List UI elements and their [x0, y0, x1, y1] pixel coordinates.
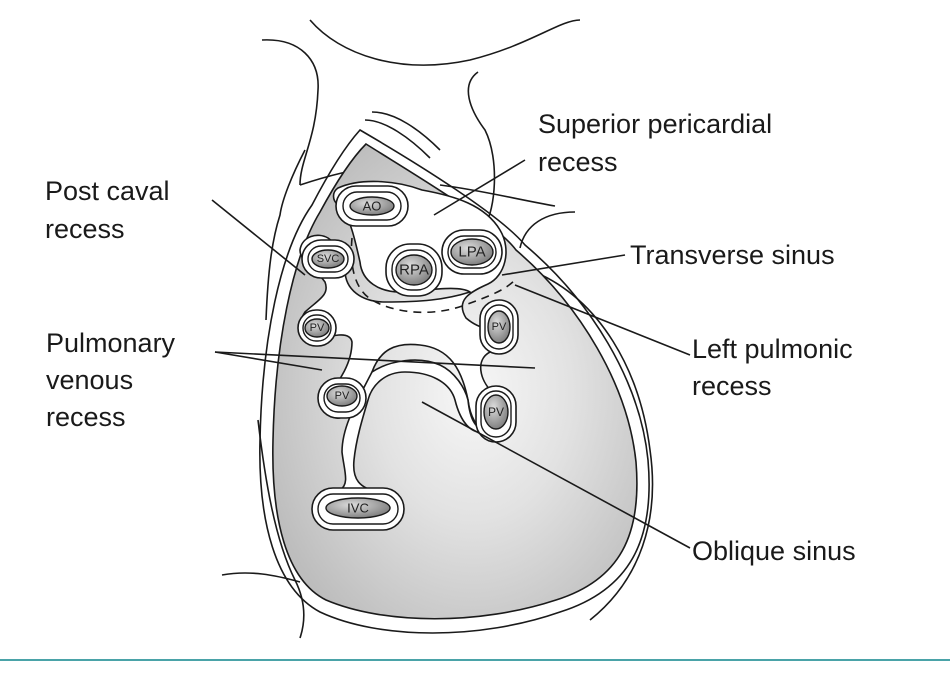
label-oblique-sinus: Oblique sinus: [692, 536, 856, 566]
label-oblique-sinus-line1: Oblique sinus: [692, 536, 856, 566]
bottom-rule: [0, 659, 950, 661]
vessel-label-ivc: IVC: [347, 501, 369, 516]
label-transverse-sinus: Transverse sinus: [630, 240, 835, 270]
label-post-caval-line1: Post caval: [45, 176, 170, 206]
leader-transverse-sinus: [501, 254, 626, 276]
contour-bottom-left: [221, 572, 301, 583]
label-left-pulmonic-line2: recess: [692, 371, 772, 401]
vessel-pv-upper-left: PV: [297, 309, 337, 347]
leader-superior-pericardial: [433, 159, 526, 216]
vessel-label-pv-lower-left: PV: [335, 390, 350, 402]
vessel-rpa: RPA: [385, 243, 443, 297]
contour-upper-pair-1: [371, 111, 441, 151]
label-left-pulmonic: Left pulmonic recess: [692, 334, 860, 401]
vessels: AO SVC RPA LPA PV: [297, 185, 519, 531]
outer-contours: [221, 19, 654, 639]
label-pulmonary-venous-line2: venous: [46, 365, 133, 395]
vessel-label-lpa: LPA: [458, 244, 485, 261]
vessel-pv-lower-right: PV: [475, 385, 517, 443]
vessel-label-ao: AO: [363, 199, 382, 214]
leader-lines: [211, 159, 691, 549]
vessel-label-pv-upper-right: PV: [492, 321, 507, 333]
vessel-pv-upper-right: PV: [479, 299, 519, 355]
contour-right-upper: [467, 71, 496, 226]
label-superior-pericardial-line2: recess: [538, 147, 618, 177]
label-superior-pericardial-line1: Superior pericardial: [538, 109, 772, 139]
labels: Post caval recess Superior pericardial r…: [45, 109, 860, 566]
contour-right-outer: [534, 271, 654, 621]
label-pulmonary-venous-line1: Pulmonary: [46, 328, 176, 358]
contour-left-outer-low: [257, 419, 305, 639]
leader-oblique-sinus: [421, 401, 691, 549]
leader-pulmonary-venous-1: [214, 351, 323, 371]
leader-post-caval: [211, 199, 306, 276]
vessel-label-pv-upper-left: PV: [310, 322, 325, 334]
label-superior-pericardial: Superior pericardial recess: [538, 109, 780, 177]
label-left-pulmonic-line1: Left pulmonic: [692, 334, 853, 364]
label-transverse-sinus-line1: Transverse sinus: [630, 240, 835, 270]
transverse-sinus-dashed: [350, 237, 516, 314]
contour-left-long: [265, 149, 306, 321]
vessel-label-rpa: RPA: [399, 262, 429, 279]
contour-upper-pair-2: [364, 119, 431, 159]
vessel-label-pv-lower-right: PV: [488, 405, 504, 419]
contour-top-right: [309, 19, 581, 66]
label-post-caval-line2: recess: [45, 214, 125, 244]
sac-outer-wall: [259, 128, 650, 634]
leader-left-pulmonic: [514, 284, 691, 356]
label-pulmonary-venous-line3: recess: [46, 402, 126, 432]
leader-pulmonary-venous-2: [214, 351, 536, 369]
vessel-svc: SVC: [301, 239, 355, 279]
vessel-pv-lower-left: PV: [317, 377, 367, 419]
contour-right-hook: [519, 211, 576, 249]
label-post-caval: Post caval recess: [45, 176, 177, 244]
label-pulmonary-venous: Pulmonary venous recess: [46, 328, 183, 432]
vessel-ao: AO: [335, 185, 409, 227]
vessel-label-svc: SVC: [317, 253, 340, 265]
contour-top-left: [261, 39, 319, 186]
vessel-ivc: IVC: [311, 487, 405, 531]
vessel-lpa: LPA: [441, 229, 503, 275]
